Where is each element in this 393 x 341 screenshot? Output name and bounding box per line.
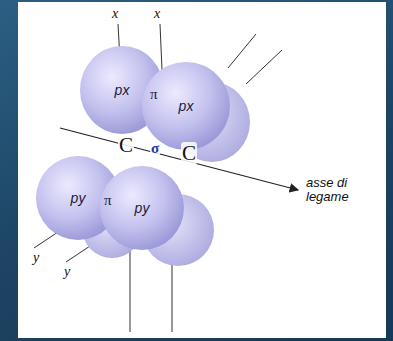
axis-label: asse di legame	[306, 176, 368, 205]
bond-symbol: π	[150, 86, 158, 103]
orbital-name: py	[71, 190, 86, 206]
axis-name: x	[112, 6, 118, 21]
axis-name: x	[154, 6, 160, 21]
bond-symbol: π	[104, 192, 112, 209]
orbital-name: px	[179, 98, 194, 114]
axis-name: y	[33, 250, 39, 265]
axis-name: y	[64, 264, 70, 279]
p-orbital-lobe: px	[142, 62, 230, 150]
orbital-name: py	[135, 200, 150, 216]
atom-symbol: C	[118, 134, 134, 157]
orbital-name: px	[115, 82, 130, 98]
p-orbital-lobe: py	[100, 166, 184, 250]
white-panel	[18, 2, 386, 338]
atom-symbol: C	[181, 142, 197, 165]
bond-symbol: σ	[150, 140, 160, 157]
